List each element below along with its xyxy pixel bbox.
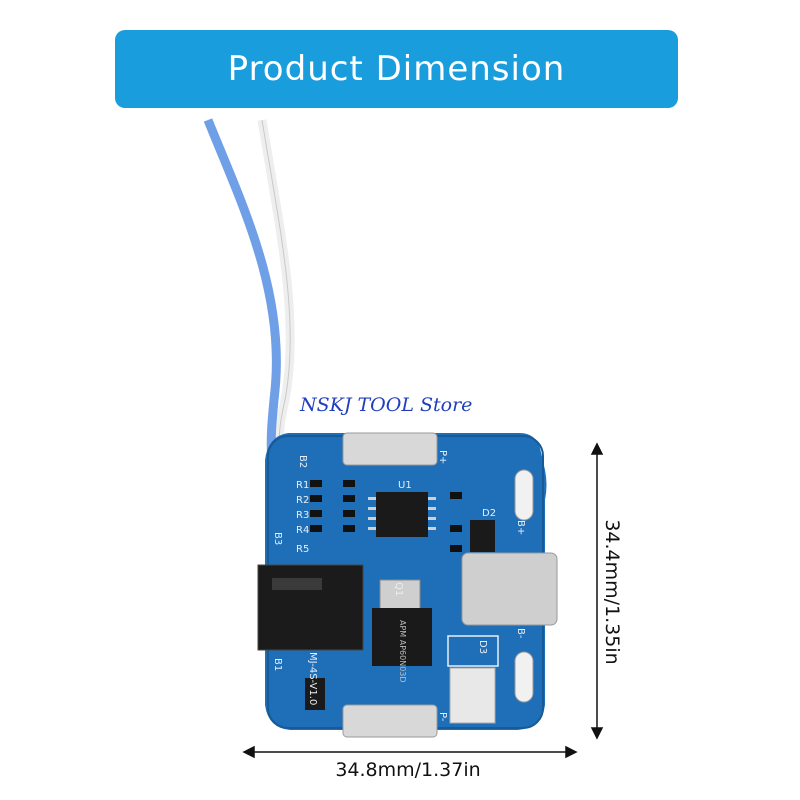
- silk-d3: D3: [477, 640, 488, 654]
- dc-jack-slot: [272, 578, 322, 590]
- mosfet-body: [372, 608, 432, 666]
- product-dimension-banner: Product Dimension: [115, 30, 678, 108]
- silk-r4: R4: [296, 525, 309, 536]
- silk-b-plus: B+: [515, 520, 526, 535]
- silk-d2: D2: [482, 508, 496, 519]
- blue-wire: [203, 118, 281, 463]
- d3-pad: [447, 635, 499, 667]
- slot: [514, 651, 534, 703]
- height-dimension-line: [590, 442, 604, 740]
- chip-marking: APM AP60N03D: [398, 620, 407, 683]
- silk-p-plus: P+: [437, 450, 448, 464]
- copper-pad: [449, 667, 496, 724]
- silk-r2: R2: [296, 495, 309, 506]
- u1-chip: [376, 492, 428, 537]
- silk-b3: B3: [272, 532, 283, 545]
- p-minus-tab: [342, 704, 438, 738]
- silk-b2: B2: [297, 455, 308, 468]
- d2-diode: [470, 520, 495, 552]
- silk-q1: Q1: [393, 582, 404, 596]
- banner-title: Product Dimension: [227, 49, 566, 89]
- silk-r1: R1: [296, 480, 309, 491]
- pcb-board: B2 B3 B1 P+ P- B+ B- U1 D2 D3 Q1 R1 R2 R…: [257, 432, 558, 738]
- silk-u1: U1: [398, 480, 412, 491]
- slot: [514, 469, 534, 521]
- d1-diode: [305, 678, 325, 710]
- store-watermark: NSKJ TOOL Store: [300, 394, 473, 416]
- silk-model: MJ-4S-V1.0: [307, 652, 318, 705]
- b-plus-tab: [461, 552, 558, 626]
- mosfet-tab: [379, 579, 421, 611]
- chip-pins: [368, 497, 436, 530]
- width-dimension-label: 34.8mm/1.37in: [335, 759, 481, 781]
- silk-b1: B1: [272, 658, 283, 671]
- silk-p-minus: P-: [437, 712, 448, 722]
- silk-b-minus: B-: [515, 628, 526, 639]
- width-dimension-line: [242, 745, 578, 759]
- height-dimension-label: 34.4mm/1.35in: [601, 519, 623, 665]
- resistor-array: [310, 480, 462, 552]
- p-plus-tab: [342, 432, 438, 466]
- dc-jack: [257, 564, 364, 651]
- silk-r5: R5: [296, 544, 309, 555]
- silk-r3: R3: [296, 510, 309, 521]
